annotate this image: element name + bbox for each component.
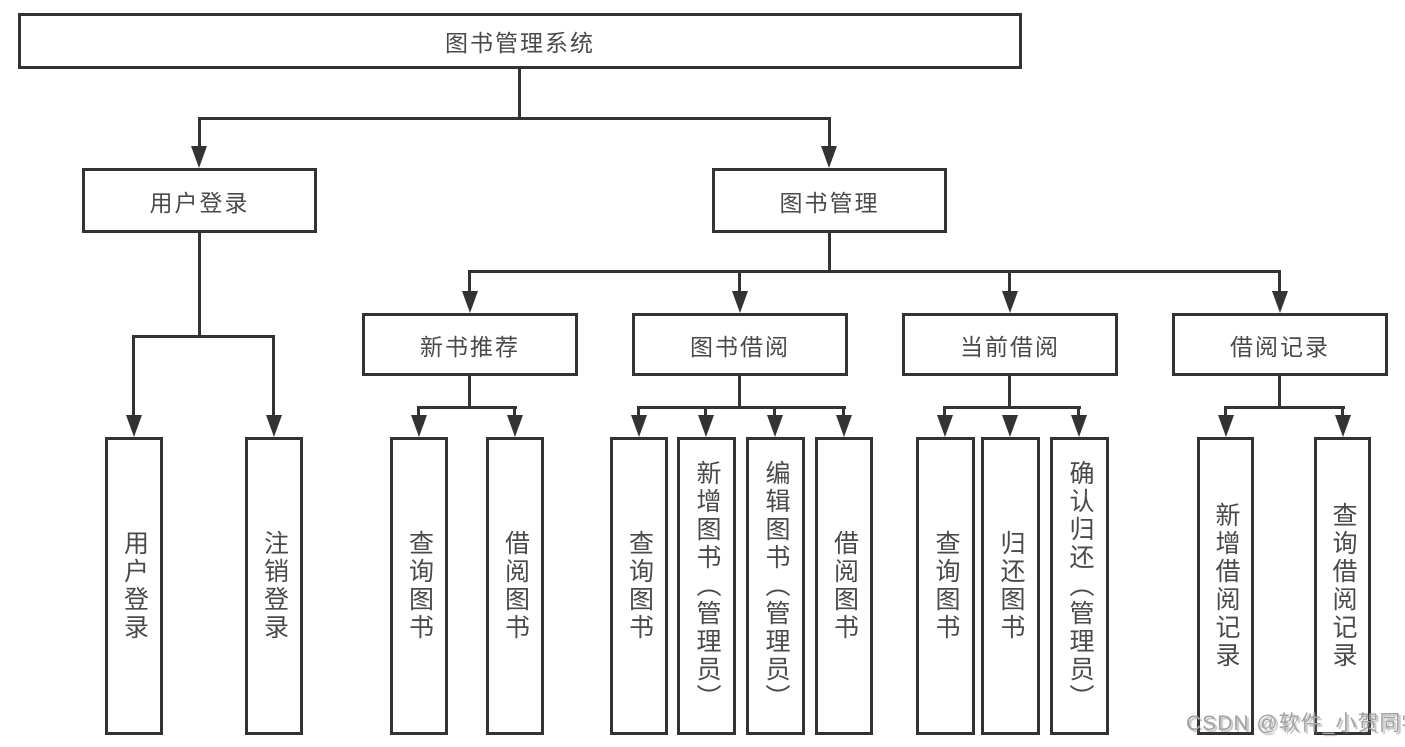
leaf-logout-label: 注销登录 bbox=[260, 530, 289, 642]
leaf-records-query-borrow-record-label: 查询借阅记录 bbox=[1329, 502, 1357, 670]
leaf-borrow-edit-books-admin: 编辑图书（管理员） bbox=[746, 437, 805, 735]
connector-line bbox=[1341, 406, 1344, 419]
leaf-logout: 注销登录 bbox=[245, 437, 303, 735]
arrow-down-icon bbox=[462, 291, 478, 313]
node-current-borrow-label: 当前借阅 bbox=[960, 333, 1060, 360]
arrow-down-icon bbox=[732, 291, 748, 313]
leaf-records-add-borrow-record: 新增借阅记录 bbox=[1197, 437, 1254, 735]
connector-line bbox=[738, 270, 741, 294]
connector-line bbox=[1278, 376, 1281, 409]
arrow-down-icon bbox=[631, 415, 647, 437]
arrow-down-icon bbox=[126, 415, 142, 437]
connector-line bbox=[132, 335, 275, 338]
connector-line bbox=[1008, 376, 1011, 409]
arrow-down-icon bbox=[937, 415, 953, 437]
node-book-management-label: 图书管理 bbox=[779, 189, 880, 216]
node-root-system: 图书管理系统 bbox=[18, 13, 1022, 69]
connector-line bbox=[198, 233, 201, 337]
arrow-down-icon bbox=[1335, 415, 1351, 437]
leaf-records-query-borrow-record: 查询借阅记录 bbox=[1314, 437, 1371, 735]
leaf-borrow-borrow-books: 借阅图书 bbox=[815, 437, 873, 735]
leaf-borrow-borrow-books-label: 借阅图书 bbox=[830, 530, 859, 642]
leaf-current-confirm-return-admin-label: 确认归还（管理员） bbox=[1066, 460, 1094, 712]
node-borrow-records: 借阅记录 bbox=[1172, 313, 1388, 376]
connector-line bbox=[1278, 270, 1281, 294]
connector-line bbox=[828, 117, 831, 149]
arrow-down-icon bbox=[1272, 291, 1288, 313]
arrow-down-icon bbox=[266, 415, 282, 437]
connector-line bbox=[132, 335, 135, 418]
connector-line bbox=[468, 270, 1281, 273]
connector-line bbox=[518, 68, 521, 119]
node-book-borrow-label: 图书借阅 bbox=[690, 333, 790, 360]
arrow-down-icon bbox=[1002, 415, 1018, 437]
connector-line bbox=[773, 406, 776, 419]
connector-line bbox=[1008, 270, 1011, 294]
node-user-login: 用户登录 bbox=[82, 168, 317, 233]
arrow-down-icon bbox=[1071, 415, 1087, 437]
leaf-borrow-query-books: 查询图书 bbox=[610, 437, 668, 735]
connector-line bbox=[637, 406, 846, 409]
leaf-current-query-books-label: 查询图书 bbox=[932, 530, 960, 642]
node-borrow-records-label: 借阅记录 bbox=[1230, 333, 1330, 360]
connector-line bbox=[272, 335, 275, 418]
node-root-label: 图书管理系统 bbox=[445, 30, 595, 56]
connector-line bbox=[198, 117, 831, 120]
node-new-book-recommend-label: 新书推荐 bbox=[420, 333, 520, 360]
connector-line bbox=[637, 406, 640, 419]
node-new-book-recommend: 新书推荐 bbox=[362, 313, 578, 376]
connector-line bbox=[738, 376, 741, 409]
leaf-current-return-books: 归还图书 bbox=[981, 437, 1040, 735]
arrow-down-icon bbox=[767, 415, 783, 437]
arrow-down-icon bbox=[698, 415, 714, 437]
leaf-borrow-query-books-label: 查询图书 bbox=[625, 530, 654, 642]
leaf-recommend-query-books-label: 查询图书 bbox=[405, 530, 434, 642]
connector-line bbox=[1224, 406, 1227, 419]
connector-line bbox=[417, 406, 517, 409]
leaf-borrow-add-books-admin: 新增图书（管理员） bbox=[677, 437, 736, 735]
leaf-recommend-borrow-books-label: 借阅图书 bbox=[501, 530, 530, 642]
leaf-user-login: 用户登录 bbox=[105, 437, 163, 735]
arrow-down-icon bbox=[1002, 291, 1018, 313]
connector-line bbox=[417, 406, 420, 419]
leaf-borrow-add-books-admin-label: 新增图书（管理员） bbox=[693, 460, 721, 712]
arrow-down-icon bbox=[821, 146, 837, 168]
node-book-management: 图书管理 bbox=[712, 168, 947, 233]
arrow-down-icon bbox=[1218, 415, 1234, 437]
leaf-current-confirm-return-admin: 确认归还（管理员） bbox=[1050, 437, 1109, 735]
arrow-down-icon bbox=[411, 415, 427, 437]
connector-line bbox=[1224, 406, 1345, 409]
leaf-borrow-edit-books-admin-label: 编辑图书（管理员） bbox=[762, 460, 790, 712]
connector-line bbox=[513, 406, 516, 419]
connector-line bbox=[468, 376, 471, 409]
node-current-borrow: 当前借阅 bbox=[902, 313, 1118, 376]
arrow-down-icon bbox=[836, 415, 852, 437]
connector-line bbox=[943, 406, 946, 419]
leaf-user-login-label: 用户登录 bbox=[120, 530, 149, 642]
leaf-current-query-books: 查询图书 bbox=[916, 437, 975, 735]
connector-line bbox=[842, 406, 845, 419]
node-book-borrow: 图书借阅 bbox=[632, 313, 848, 376]
connector-line bbox=[704, 406, 707, 419]
csdn-watermark: CSDN @软件_小贺同学 bbox=[1186, 712, 1405, 735]
leaf-recommend-borrow-books: 借阅图书 bbox=[486, 437, 544, 735]
connector-line bbox=[943, 406, 1081, 409]
arrow-down-icon bbox=[507, 415, 523, 437]
connector-line bbox=[1077, 406, 1080, 419]
connector-line bbox=[468, 270, 471, 294]
connector-line bbox=[198, 117, 201, 149]
leaf-records-add-borrow-record-label: 新增借阅记录 bbox=[1212, 502, 1240, 670]
connector-line bbox=[828, 233, 831, 273]
node-user-login-label: 用户登录 bbox=[149, 189, 250, 216]
leaf-recommend-query-books: 查询图书 bbox=[390, 437, 448, 735]
arrow-down-icon bbox=[191, 146, 207, 168]
leaf-current-return-books-label: 归还图书 bbox=[997, 530, 1025, 642]
